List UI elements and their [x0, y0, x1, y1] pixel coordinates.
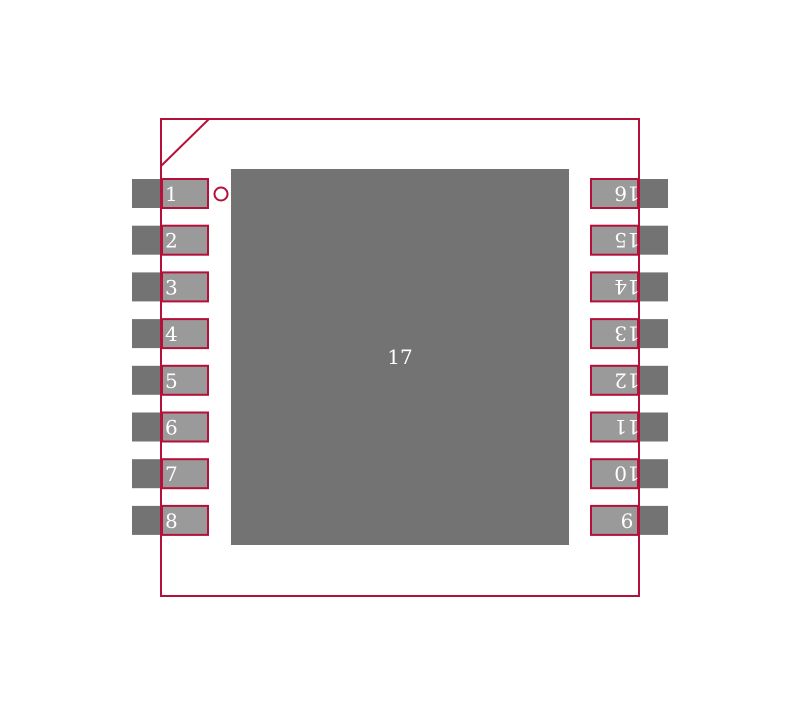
pin-number-label: 4	[165, 322, 178, 346]
pin-16: 16	[590, 178, 668, 209]
pin-lead	[638, 319, 668, 349]
pin-number-label: 16	[614, 182, 639, 206]
pin-number-label: 10	[614, 462, 639, 486]
pin-lead	[638, 505, 668, 535]
pin-4: 4	[132, 318, 209, 350]
pins-right: 16 15 14 13 12 11 10 9	[590, 178, 668, 536]
pin-7: 7	[132, 458, 209, 490]
pin-lead	[132, 319, 162, 349]
pin-number-label: 9	[621, 508, 634, 532]
pin-lead	[132, 505, 162, 535]
pin-number-label: 3	[165, 275, 178, 299]
pin-lead	[638, 412, 668, 442]
pin-lead	[638, 365, 668, 395]
pin-1: 1	[132, 178, 209, 209]
pin-12: 12	[590, 364, 668, 396]
pin-lead	[638, 225, 668, 255]
pin-number-label: 1	[165, 182, 178, 206]
pin-lead	[132, 459, 162, 489]
pin-3: 3	[132, 271, 209, 303]
pin-pad	[590, 224, 639, 256]
pin-number-label: 15	[614, 228, 639, 252]
pin-5: 5	[132, 364, 209, 396]
pin-lead	[638, 459, 668, 489]
pin-15: 15	[590, 224, 668, 256]
pin-lead	[638, 272, 668, 302]
pin-number-label: 13	[614, 322, 639, 346]
pin-number-label: 8	[165, 509, 178, 533]
pin-lead	[132, 365, 162, 395]
pin-pad	[590, 411, 639, 443]
pin-14: 14	[590, 271, 668, 303]
pin-8: 8	[132, 504, 209, 536]
pin-11: 11	[590, 411, 668, 443]
pin-number-label: 7	[165, 462, 178, 486]
pin-number-label: 6	[165, 416, 178, 440]
pin-pad	[590, 318, 639, 350]
pin-number-label: 14	[614, 275, 639, 299]
pin-13: 13	[590, 318, 668, 350]
package-outline	[160, 118, 640, 597]
pin-pad	[590, 364, 639, 396]
pin-10: 10	[590, 458, 668, 490]
pin-number-label: 2	[165, 229, 178, 253]
pin-lead	[132, 179, 162, 208]
pin1-indicator-dot	[213, 186, 229, 202]
pin-pad	[161, 411, 209, 443]
pin-number-label: 12	[614, 368, 639, 392]
pin-pad	[590, 458, 639, 490]
pin-pad	[590, 504, 639, 536]
pin-pad	[590, 271, 639, 303]
pin-lead	[132, 225, 162, 255]
pin-6: 6	[132, 411, 209, 443]
pin-pad	[161, 364, 209, 396]
pin-2: 2	[132, 224, 209, 256]
pin-pad	[161, 318, 209, 350]
pin-lead	[132, 412, 162, 442]
pin-pad	[161, 224, 209, 256]
thermal-pad	[231, 169, 569, 545]
thermal-pad-label: 17	[387, 345, 412, 369]
pin-pad	[161, 458, 209, 490]
pin-number-label: 11	[614, 415, 639, 439]
pin-9: 9	[590, 504, 668, 536]
pins-left: 1 2 3 4 5 6 7 8	[132, 178, 209, 536]
pin-lead	[638, 179, 668, 208]
pin-number-label: 5	[165, 369, 178, 393]
pin-lead	[132, 272, 162, 302]
pin1-chamfer-line	[160, 118, 210, 167]
